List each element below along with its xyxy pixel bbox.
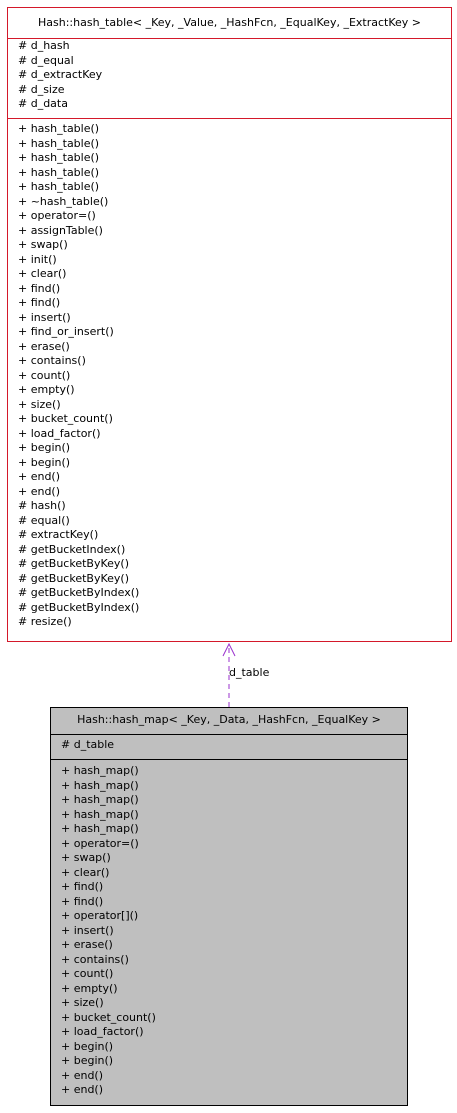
method-row: + hash_map() xyxy=(61,807,139,821)
method-row: + hash_table() xyxy=(18,136,100,150)
method-row: + swap() xyxy=(18,238,68,251)
method-row: + contains() xyxy=(18,354,86,367)
method-row: + hash_table() xyxy=(18,165,100,179)
method-row: + erase() xyxy=(18,339,70,353)
method-row: + load_factor() xyxy=(61,1025,144,1038)
method-row: + begin() xyxy=(18,441,71,454)
derived-class-divider xyxy=(51,759,407,760)
method-row: + clear() xyxy=(18,267,67,280)
method-row: + size() xyxy=(18,397,61,411)
attribute-row: # d_data xyxy=(18,97,68,110)
method-row: + swap() xyxy=(61,851,111,864)
method-row: + bucket_count() xyxy=(18,412,113,425)
method-row: + bucket_count() xyxy=(61,1010,156,1024)
edge-label: d_table xyxy=(229,666,270,679)
method-row: + hash_table() xyxy=(18,180,100,193)
method-row: + erase() xyxy=(61,938,113,951)
derived-class-box[interactable]: Hash::hash_map< _Key, _Data, _HashFcn, _… xyxy=(50,707,408,1106)
method-row: # getBucketByKey() xyxy=(18,571,129,585)
method-row: + find() xyxy=(61,880,104,893)
base-class-divider xyxy=(8,118,451,119)
method-row: # getBucketByIndex() xyxy=(18,586,140,599)
method-row: + insert() xyxy=(18,310,71,324)
method-row: + begin() xyxy=(61,1039,114,1053)
attribute-row: # d_hash xyxy=(18,39,70,52)
method-row: + end() xyxy=(61,1068,104,1082)
attribute-row: # d_equal xyxy=(18,53,74,67)
method-row: + insert() xyxy=(61,923,114,937)
method-row: + hash_table() xyxy=(18,151,100,164)
method-row: + hash_map() xyxy=(61,793,139,806)
method-row: # equal() xyxy=(18,513,70,527)
method-row: # hash() xyxy=(18,499,66,512)
method-row: + ~hash_table() xyxy=(18,194,109,208)
method-row: # extractKey() xyxy=(18,528,99,541)
method-row: + init() xyxy=(18,252,57,266)
method-row: + end() xyxy=(61,1083,104,1096)
method-row: + empty() xyxy=(18,383,75,396)
method-row: + count() xyxy=(61,967,114,980)
method-row: + find() xyxy=(18,296,61,309)
method-row: + empty() xyxy=(61,981,118,995)
method-row: + hash_table() xyxy=(18,122,100,135)
derived-class-title: Hash::hash_map< _Key, _Data, _HashFcn, _… xyxy=(77,713,381,726)
attribute-row: # d_size xyxy=(18,82,65,96)
method-row: + assignTable() xyxy=(18,223,103,237)
method-row: + count() xyxy=(18,368,71,382)
method-row: + hash_map() xyxy=(61,764,139,777)
attribute-row: # d_table xyxy=(61,738,115,751)
method-row: + operator=() xyxy=(18,209,96,222)
method-row: # resize() xyxy=(18,615,72,628)
method-row: + end() xyxy=(18,470,61,483)
method-row: + size() xyxy=(61,996,104,1009)
edge-arrowhead xyxy=(222,642,236,657)
method-row: + find_or_insert() xyxy=(18,325,114,338)
base-class-title: Hash::hash_table< _Key, _Value, _HashFcn… xyxy=(38,16,421,29)
derived-class-divider xyxy=(51,734,407,735)
method-row: + find() xyxy=(18,281,61,295)
method-row: # getBucketByKey() xyxy=(18,557,129,570)
method-row: # getBucketByIndex() xyxy=(18,600,140,614)
method-row: + hash_map() xyxy=(61,778,139,792)
base-class-divider xyxy=(8,38,451,39)
method-row: + operator[]() xyxy=(61,909,139,922)
method-row: + begin() xyxy=(18,455,71,469)
method-row: + hash_map() xyxy=(61,822,139,835)
method-row: + begin() xyxy=(61,1054,114,1067)
method-row: + operator=() xyxy=(61,836,139,850)
method-row: + contains() xyxy=(61,952,129,966)
method-row: + load_factor() xyxy=(18,426,101,440)
method-row: + find() xyxy=(61,894,104,908)
method-row: + clear() xyxy=(61,865,110,879)
method-row: # getBucketIndex() xyxy=(18,542,126,556)
method-row: + end() xyxy=(18,484,61,498)
attribute-row: # d_extractKey xyxy=(18,68,103,81)
base-class-box[interactable]: Hash::hash_table< _Key, _Value, _HashFcn… xyxy=(7,7,452,642)
